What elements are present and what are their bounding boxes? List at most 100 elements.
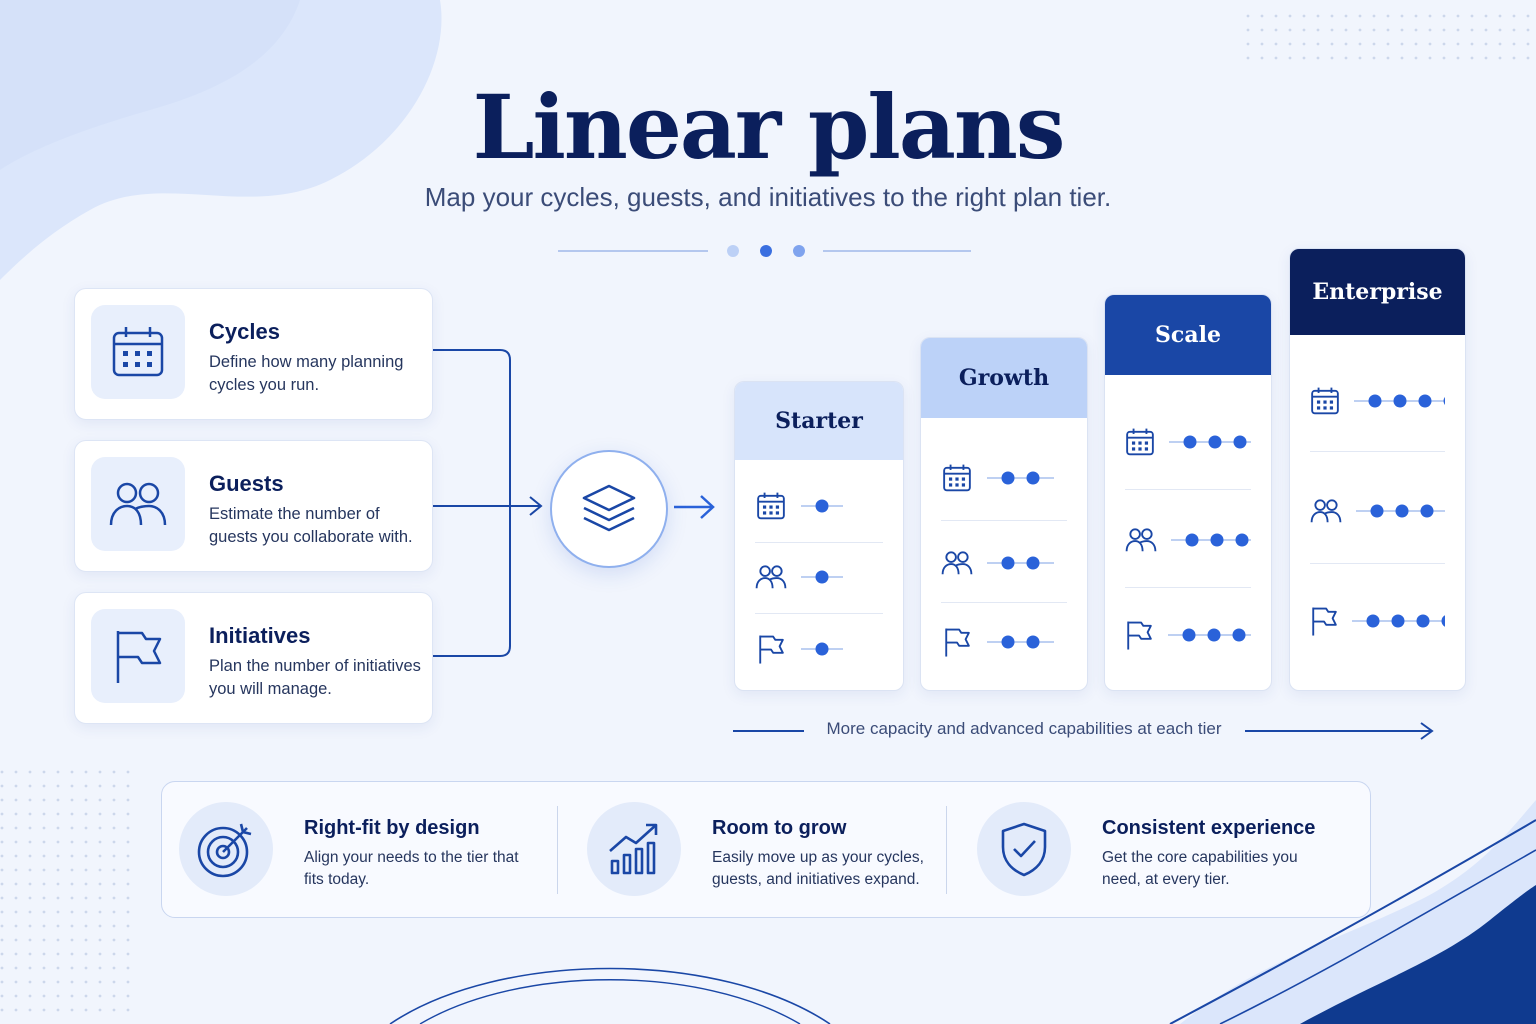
capacity-dots (987, 471, 1054, 485)
plan-capacity-row (941, 547, 1067, 579)
input-title: Cycles (209, 319, 280, 344)
capacity-dots (1354, 394, 1445, 408)
people-icon (755, 561, 787, 593)
plan-card-starter: Starter (734, 381, 904, 691)
calendar-icon (91, 305, 185, 399)
plan-capacity-row (1125, 426, 1251, 458)
capacity-dot (1391, 614, 1405, 628)
capacity-dot (1370, 504, 1384, 518)
input-description: Plan the number of initiatives you will … (209, 657, 421, 698)
calendar-icon (1125, 426, 1155, 458)
row-divider (1310, 563, 1445, 564)
capacity-dot (1026, 635, 1040, 649)
shield-check-icon (977, 802, 1071, 896)
capacity-dots (987, 635, 1054, 649)
benefit-description: Easily move up as your cycles, guests, a… (712, 849, 924, 888)
plan-card-enterprise: Enterprise (1289, 248, 1466, 691)
plan-capacity-row (1310, 385, 1445, 417)
capacity-dots (1169, 435, 1251, 449)
capacity-dot (1393, 394, 1407, 408)
divider (557, 806, 558, 894)
capacity-dot (1366, 614, 1380, 628)
capacity-dot (1207, 628, 1221, 642)
capacity-dot (1026, 471, 1040, 485)
flag-icon (755, 633, 787, 665)
flag-icon (91, 609, 185, 703)
input-description: Define how many planning cycles you run. (209, 353, 404, 394)
benefit-title: Right-fit by design (304, 817, 480, 839)
calendar-icon (1310, 385, 1340, 417)
plan-capacity-row (941, 626, 1067, 658)
capacity-dot (1232, 628, 1246, 642)
benefits-bar: Right-fit by design Align your needs to … (161, 781, 1371, 918)
capacity-dot (1001, 635, 1015, 649)
plan-capacity-row (755, 561, 883, 593)
calendar-icon (941, 462, 973, 494)
capacity-dot (1185, 533, 1199, 547)
plan-capacity-row (1125, 619, 1251, 651)
capacity-dots (1167, 628, 1251, 642)
capacity-dots (1171, 533, 1251, 547)
input-title: Initiatives (209, 623, 311, 648)
plan-name: Growth (921, 338, 1087, 418)
input-card-initiatives: Initiatives Plan the number of initiativ… (74, 592, 433, 724)
row-divider (1125, 587, 1251, 588)
plan-capacity-row (941, 462, 1067, 494)
capability-note: More capacity and advanced capabilities … (826, 719, 1222, 738)
row-divider (941, 520, 1067, 521)
divider (946, 806, 947, 894)
flag-icon (941, 626, 973, 658)
capacity-dot (815, 642, 829, 656)
input-card-guests: Guests Estimate the number of guests you… (74, 440, 433, 572)
target-icon (179, 802, 273, 896)
capacity-dot (1182, 628, 1196, 642)
capacity-dot (1420, 504, 1434, 518)
page-title: Linear plans (472, 75, 1066, 179)
capacity-dots (801, 499, 843, 513)
capacity-dot (1418, 394, 1432, 408)
row-divider (941, 602, 1067, 603)
people-icon (941, 547, 973, 579)
plan-card-growth: Growth (920, 337, 1088, 691)
row-divider (755, 613, 883, 614)
layers-icon (550, 450, 668, 568)
plan-capacity-row (1310, 605, 1445, 637)
benefit-title: Room to grow (712, 817, 847, 839)
benefit-description: Align your needs to the tier that fits t… (304, 849, 519, 888)
calendar-icon (755, 490, 787, 522)
flag-icon (1125, 619, 1154, 651)
plan-capacity-row (1125, 524, 1251, 556)
capacity-dot (1368, 394, 1382, 408)
capacity-dot (1001, 471, 1015, 485)
plan-name: Scale (1105, 295, 1271, 375)
capacity-dot (1208, 435, 1222, 449)
capacity-dots (1356, 504, 1445, 518)
people-icon (1125, 524, 1157, 556)
benefit-description: Get the core capabilities you need, at e… (1102, 849, 1298, 888)
row-divider (1125, 489, 1251, 490)
capacity-dot (1183, 435, 1197, 449)
page-subtitle: Map your cycles, guests, and initiatives… (424, 182, 1112, 212)
capacity-dots (987, 556, 1054, 570)
plan-card-scale: Scale (1104, 294, 1272, 691)
plan-name: Starter (735, 382, 903, 460)
capacity-dot (815, 570, 829, 584)
capacity-dot (1233, 435, 1247, 449)
benefit-right-fit: Right-fit by design Align your needs to … (162, 782, 556, 917)
plan-capacity-row (755, 490, 883, 522)
benefit-room-to-grow: Room to grow Easily move up as your cycl… (570, 782, 950, 917)
plan-capacity-row (755, 633, 883, 665)
capacity-dot (815, 499, 829, 513)
people-icon (91, 457, 185, 551)
capacity-dot (1443, 396, 1445, 406)
capacity-dot (1416, 614, 1430, 628)
row-divider (755, 542, 883, 543)
capacity-dot (1026, 556, 1040, 570)
capacity-dot (1395, 504, 1409, 518)
input-title: Guests (209, 471, 284, 496)
plan-capacity-row (1310, 495, 1445, 527)
capacity-dots (801, 642, 843, 656)
benefit-consistent-experience: Consistent experience Get the core capab… (960, 782, 1368, 917)
people-icon (1310, 495, 1342, 527)
